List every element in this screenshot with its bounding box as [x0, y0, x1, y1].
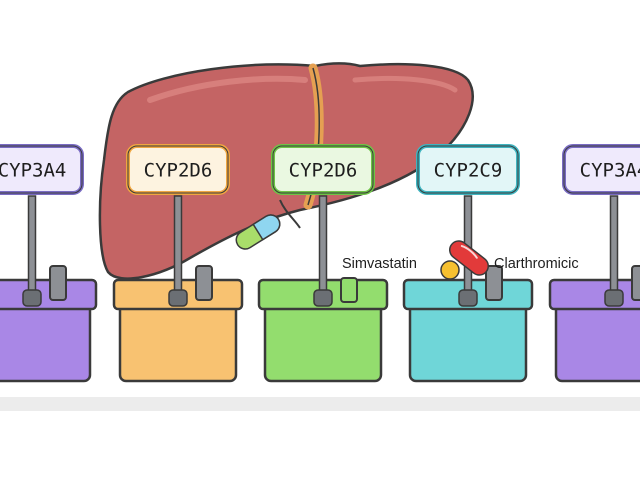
sign-label: CYP2D6 — [289, 160, 358, 182]
station-device — [340, 277, 358, 303]
pole-base — [604, 289, 624, 307]
station-3: CYP2D6 — [257, 144, 389, 383]
station-device — [49, 265, 67, 301]
station-lid-highlight — [554, 283, 640, 290]
drug-label-simvastatin: Simvastatin — [342, 256, 417, 272]
ground-strip — [0, 397, 640, 411]
drug-label-clarthromicic: Clarthromicic — [494, 256, 579, 272]
sign-pole — [609, 195, 619, 295]
sign-label: CYP3A4 — [0, 160, 66, 182]
sign-label: CYP2C9 — [434, 160, 503, 182]
pole-base — [313, 289, 333, 307]
sign-label: CYP2D6 — [144, 160, 213, 182]
station-box — [408, 302, 528, 383]
station-box — [554, 302, 640, 383]
pole-base — [168, 289, 188, 307]
station-device — [631, 265, 640, 301]
sign-outline — [0, 145, 83, 194]
station-lid-highlight — [0, 283, 92, 290]
pole-base — [22, 289, 42, 307]
station-box — [0, 302, 92, 383]
station-device — [195, 265, 213, 301]
sign-label: CYP3A4 — [580, 160, 640, 182]
station-box — [263, 302, 383, 383]
sign-pole — [318, 195, 328, 295]
sign-pole — [173, 195, 183, 295]
sign-outline — [417, 145, 519, 194]
station-1: CYP3A4 — [0, 144, 98, 383]
sign-outline — [563, 145, 640, 194]
station-device — [485, 265, 503, 301]
sign-outline — [127, 145, 229, 194]
pole-base — [458, 289, 478, 307]
station-5: CYP3A4 — [548, 144, 640, 383]
station-2: CYP2D6 — [112, 144, 244, 383]
sign-outline — [272, 145, 374, 194]
enzyme-stations: CYP3A4 CYP2D6 CYP2D6 CYP2C9 CYP3A4 — [0, 144, 640, 383]
station-box — [118, 302, 238, 383]
pill-icon — [440, 240, 489, 280]
station-4: CYP2C9 — [402, 144, 534, 383]
capsule-icon — [235, 214, 281, 250]
sign-pole — [27, 195, 37, 295]
